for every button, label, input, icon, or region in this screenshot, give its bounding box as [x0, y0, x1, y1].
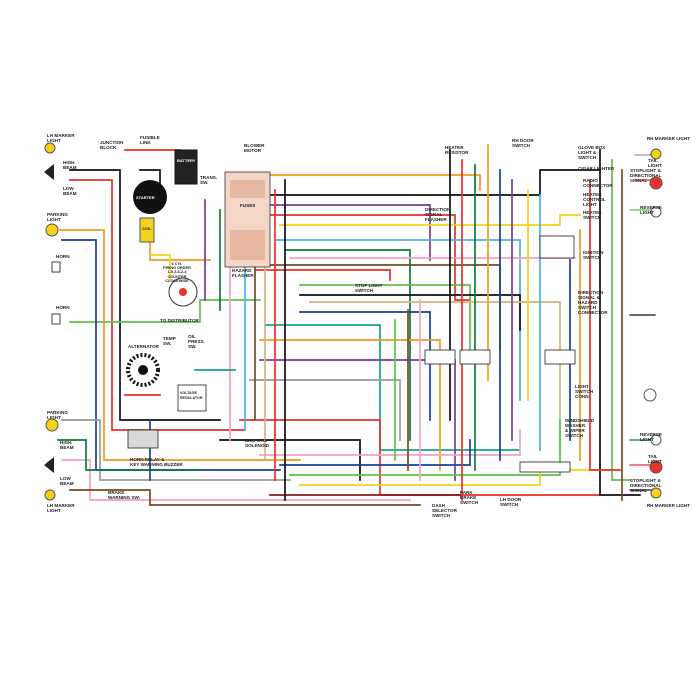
label-blower-motor: BLOWER MOTOR	[244, 143, 265, 153]
label-voltage-regulator: VOLTAGE REGULATOR	[180, 391, 203, 400]
right-lamps	[643, 148, 663, 499]
label-ignition-firing-order: 6 CYL FIRING ORDER 1-5-3-6-2-4 COUNTER C…	[163, 262, 191, 283]
label-high-beam-bottom: HIGH BEAM	[60, 440, 74, 450]
label-junction-block: JUNCTION BLOCK	[100, 140, 124, 150]
coil-symbol	[139, 217, 155, 243]
label-stop-light-switch: STOP LIGHT SWITCH	[355, 283, 383, 293]
label-light-switch: LIGHT SWITCH CONN.	[575, 384, 594, 399]
label-lh-marker-light-bottom: LH MARKER LIGHT	[47, 503, 75, 513]
label-stoplight-bottom: STOPLIGHT & DIRECTIONAL SIGNAL	[630, 478, 662, 493]
label-heater-switch: HEATER SWITCH	[583, 210, 602, 220]
label-low-beam-top: LOW BEAM	[63, 186, 77, 196]
label-coil: COIL	[142, 226, 152, 231]
label-rh-marker-light-bottom: RH MARKER LIGHT	[646, 503, 690, 508]
label-direction-signal-switch: DIRECTION SIGNAL & HAZARD SWITCH CONNECT…	[578, 290, 608, 315]
label-tail-light-top: TAIL LIGHT	[648, 158, 662, 168]
label-hazard-flasher: HAZARD FLASHER	[232, 268, 254, 278]
alternator-symbol	[126, 353, 160, 387]
label-high-beam-top: HIGH BEAM	[63, 160, 77, 170]
regulator-symbol	[177, 384, 207, 412]
label-lh-marker-light-top: LH MARKER LIGHT	[47, 133, 75, 143]
label-heater-resistor: HEATER RESISTOR	[445, 145, 469, 155]
label-tail-light-bottom: TAIL LIGHT	[648, 454, 662, 464]
label-ignition-switch: IGNITION SWITCH	[583, 250, 604, 260]
label-cigar-lighter: CIGAR LIGHTER	[578, 166, 615, 171]
starter-symbol	[133, 180, 167, 214]
label-park-brake-switch: PARK BRAKE SWITCH	[460, 490, 479, 505]
label-to-distributor: TO DISTRIBUTOR	[160, 318, 199, 323]
label-fuses: FUSES	[240, 203, 256, 208]
label-trans-sw: TRANS. SW.	[200, 175, 218, 185]
fuse-block	[224, 171, 271, 268]
label-horn-top: HORN	[56, 254, 70, 259]
label-parking-light-bottom: PARKING LIGHT	[47, 410, 68, 420]
label-lh-door-switch: LH DOOR SWITCH	[500, 497, 522, 507]
label-rh-marker-light-top: RH MARKER LIGHT	[646, 136, 690, 141]
label-alternator: ALTERNATOR	[128, 344, 159, 349]
label-parking-light-top: PARKING LIGHT	[47, 212, 68, 222]
label-oil-press-sw: OIL PRESS. SW.	[188, 334, 205, 349]
label-glove-box-light: GLOVE BOX LIGHT & SWITCH	[578, 145, 606, 160]
label-low-beam-bottom: LOW BEAM	[60, 476, 74, 486]
label-stoplight-top: STOPLIGHT & DIRECTIONAL SIGNAL	[630, 168, 662, 183]
label-starter: STARTER	[136, 195, 155, 200]
label-horn-relay: HORN RELAY & KEY WARNING BUZZER	[130, 457, 183, 467]
connector-blocks	[424, 235, 576, 473]
label-rh-door-switch: RH DOOR SWITCH	[512, 138, 534, 148]
wire-group	[57, 144, 656, 506]
label-direction-signal-flasher: DIRECTION SIGNAL FLASHER	[425, 207, 451, 222]
horn-relay-symbol	[127, 429, 159, 449]
label-heater-control-light: HEATER CONTROL LIGHT	[583, 192, 606, 207]
label-reverse-light-top: REVERSE LIGHT	[640, 205, 662, 215]
label-radio-connector: RADIO CONNECTOR	[583, 178, 613, 188]
label-fusible-link: FUSIBLE LINK	[140, 135, 160, 145]
label-idle-stop-solenoid: IDLE STOP SOLENOID	[245, 438, 270, 448]
left-lamps	[44, 142, 61, 501]
label-windshield-washer: WINDSHIELD WASHER & WIPER SWITCH	[565, 418, 595, 438]
label-battery: BATTERY	[177, 158, 196, 163]
distributor-symbol	[168, 277, 198, 307]
label-temp-sw: TEMP SW.	[163, 336, 176, 346]
label-horn-bottom: HORN	[56, 305, 70, 310]
label-reverse-light-bottom: REVERSE LIGHT	[640, 432, 662, 442]
label-neutral-selector-switch: DASH SELECTOR SWITCH	[432, 503, 457, 518]
label-brake-warning-sw: BRAKE WARNING SW.	[108, 490, 140, 500]
battery-symbol	[174, 149, 198, 185]
